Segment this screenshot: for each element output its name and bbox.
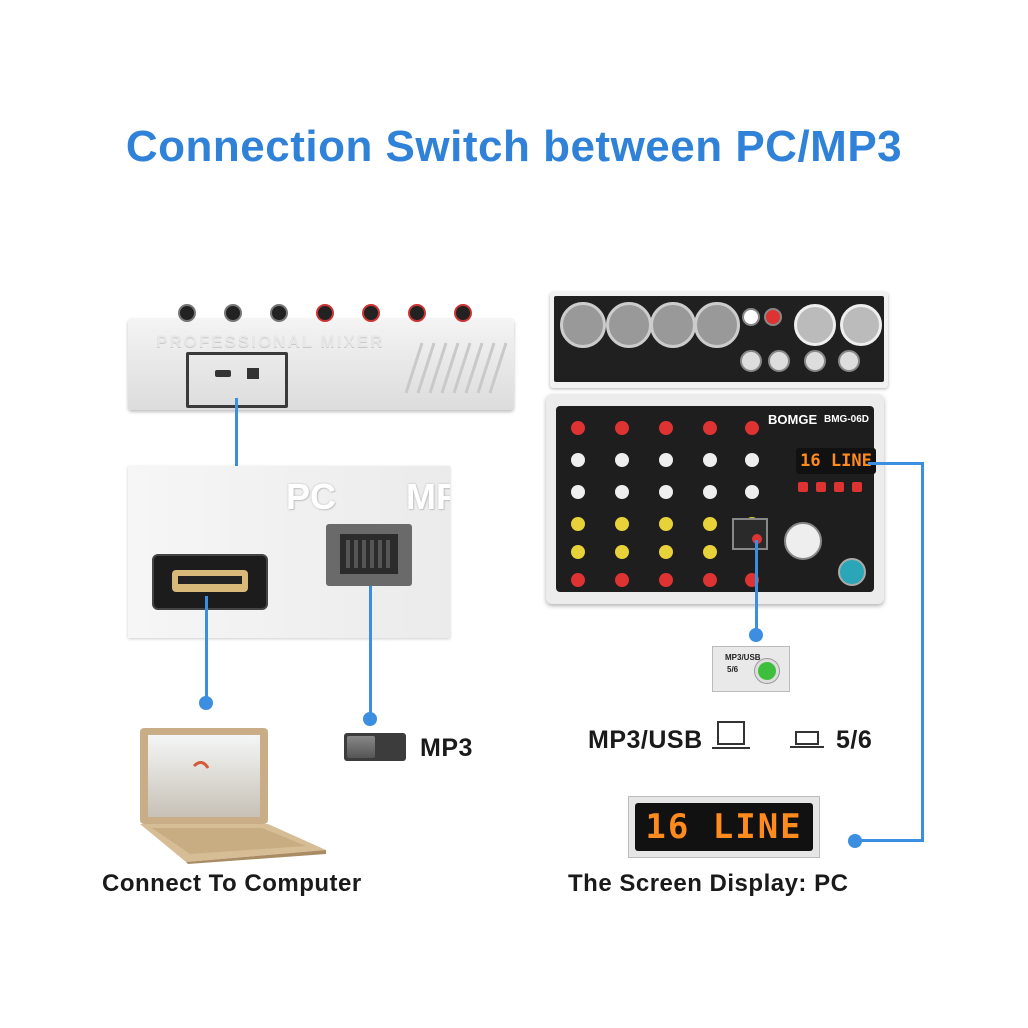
usb-port-icon (215, 370, 231, 377)
mixer-side-view: PROFESSIONAL MIXER (128, 304, 514, 410)
mixer-embossed-label: PROFESSIONAL MIXER (156, 332, 385, 351)
right-caption: The Screen Display: PC (568, 870, 849, 897)
callout-sub: 5/6 (727, 665, 739, 674)
channel-knobs (571, 421, 759, 587)
model-label: BMG-06D (824, 414, 870, 425)
mixer-display: 16 LINE (796, 448, 876, 474)
button-down-icon (790, 731, 824, 748)
mixer-top-knobs (178, 304, 498, 322)
switch-port-icon (247, 368, 259, 379)
mp3-usb-button-callout: MP3/USB 5/6 (712, 646, 790, 692)
screen-display-closeup: 16 LINE (628, 796, 820, 858)
left-caption: Connect To Computer (102, 870, 362, 897)
screen-display-text: 16 LINE (635, 803, 813, 851)
pc-port-label: PC (286, 476, 337, 517)
mixer-rear-panel (550, 292, 888, 388)
mode-left-label: MP3/USB (588, 726, 703, 754)
micro-usb-port (152, 554, 268, 610)
mixer-grille (404, 342, 508, 394)
phones-knob (838, 558, 866, 586)
laptop-icon (140, 728, 326, 864)
mp3-usb-button-small (732, 518, 768, 550)
ports-closeup: PC MP (128, 466, 450, 638)
mp3-switch-port (326, 524, 412, 586)
callout-label: MP3/USB (725, 653, 761, 662)
switch-slider-icon (344, 733, 406, 761)
mixer-top-panel: BOMGE BMG-06D 16 LINE (546, 394, 884, 604)
switch-caption: MP3 (420, 734, 473, 762)
button-up-icon (712, 721, 750, 749)
mode-right-label: 5/6 (836, 726, 873, 754)
brand-label: BOMGE (768, 412, 818, 427)
program-knob (784, 522, 822, 560)
mp3-port-label: MP (406, 476, 450, 517)
page-title: Connection Switch between PC/MP3 (125, 122, 903, 171)
mode-buttons (798, 482, 868, 492)
